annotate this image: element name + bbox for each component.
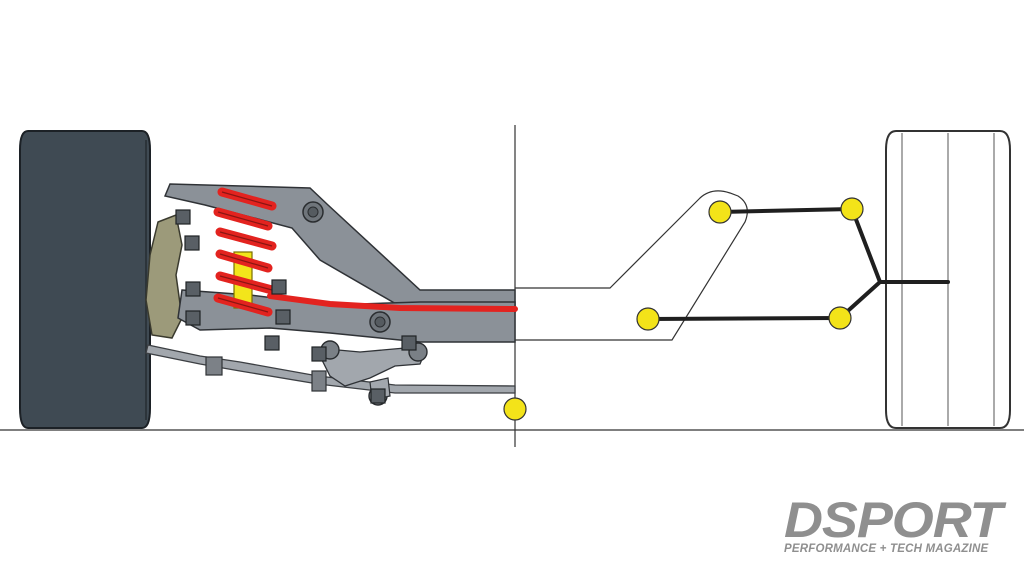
knuckle (145, 213, 183, 339)
roll-center-point (503, 397, 527, 421)
lower-link (646, 316, 842, 321)
trailing-link (314, 347, 426, 387)
toe-link-end (311, 370, 327, 392)
left-tire (19, 130, 151, 429)
sway-bar (267, 293, 518, 312)
dsport-logo: DSPORT PERFORMANCE + TECH MAGAZINE (784, 495, 1016, 558)
pivot-point (636, 307, 660, 331)
logo-subtitle: PERFORMANCE + TECH MAGAZINE (784, 543, 989, 555)
linkage (646, 207, 950, 321)
chassis-outline (515, 190, 748, 341)
upright-link (838, 207, 882, 320)
pivot-point (708, 200, 732, 224)
left-suspension-illustration (19, 130, 518, 429)
toe-link-adjuster (205, 356, 223, 376)
upper-control-arm (163, 183, 516, 313)
pivot-points (503, 197, 864, 421)
logo-main-text: DSPORT (784, 492, 1003, 548)
right-schematic (503, 130, 1011, 429)
lower-link (145, 344, 516, 394)
upper-link (718, 207, 854, 214)
hex-nuts (175, 209, 417, 404)
pivot-point (840, 197, 864, 221)
pivot-point (828, 306, 852, 330)
